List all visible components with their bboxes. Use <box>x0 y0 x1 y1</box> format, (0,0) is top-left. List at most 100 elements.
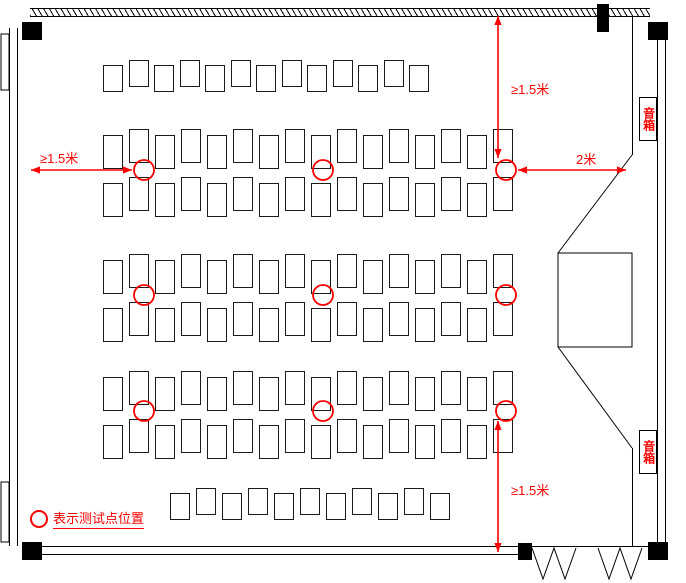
desk <box>467 135 487 169</box>
desk <box>363 425 383 459</box>
desk <box>378 493 398 520</box>
desk <box>129 60 149 87</box>
desk <box>352 488 372 515</box>
desk <box>467 425 487 459</box>
desk <box>155 425 175 459</box>
desk <box>337 254 357 288</box>
desk <box>181 419 201 453</box>
desk <box>129 371 149 405</box>
desk <box>441 302 461 336</box>
desk <box>311 260 331 294</box>
desk <box>170 493 190 520</box>
desk <box>285 419 305 453</box>
desk <box>441 419 461 453</box>
desk <box>326 493 346 520</box>
desk <box>311 183 331 217</box>
desk <box>493 419 513 453</box>
desk <box>363 183 383 217</box>
desk <box>389 254 409 288</box>
desk <box>493 371 513 405</box>
desk <box>103 377 123 411</box>
desk <box>337 419 357 453</box>
desk <box>207 377 227 411</box>
desk <box>409 65 429 92</box>
desk <box>333 60 353 87</box>
desk <box>311 308 331 342</box>
desk <box>493 254 513 288</box>
desk <box>103 425 123 459</box>
desk <box>259 308 279 342</box>
desk <box>274 493 294 520</box>
desk <box>337 371 357 405</box>
desk <box>259 135 279 169</box>
desk <box>493 129 513 163</box>
desk <box>207 183 227 217</box>
desk <box>207 260 227 294</box>
desk <box>311 135 331 169</box>
desk <box>389 371 409 405</box>
desk <box>181 302 201 336</box>
desk <box>467 183 487 217</box>
desk <box>337 129 357 163</box>
desk <box>259 183 279 217</box>
desk <box>415 260 435 294</box>
desk <box>155 260 175 294</box>
desk <box>285 371 305 405</box>
desk <box>307 65 327 92</box>
desk <box>285 254 305 288</box>
desk <box>155 135 175 169</box>
desk <box>222 493 242 520</box>
desk <box>363 308 383 342</box>
desk <box>311 425 331 459</box>
desk <box>181 371 201 405</box>
desk <box>259 260 279 294</box>
desk <box>181 254 201 288</box>
desk <box>129 177 149 211</box>
desk <box>103 308 123 342</box>
desk <box>233 419 253 453</box>
desk <box>467 260 487 294</box>
desk <box>300 488 320 515</box>
desk <box>285 302 305 336</box>
desk <box>103 65 123 92</box>
desk <box>129 302 149 336</box>
desk <box>233 129 253 163</box>
desk <box>337 302 357 336</box>
desk <box>259 425 279 459</box>
desk <box>129 419 149 453</box>
legend-label: 表示测试点位置 <box>53 508 145 529</box>
desk <box>233 302 253 336</box>
desk <box>181 177 201 211</box>
desk <box>415 425 435 459</box>
desk <box>389 129 409 163</box>
desk <box>358 65 378 92</box>
desk <box>231 60 251 87</box>
desk <box>493 177 513 211</box>
desk <box>430 493 450 520</box>
desk <box>363 260 383 294</box>
top-wall-window-band <box>609 8 650 17</box>
desk <box>389 177 409 211</box>
desk <box>441 371 461 405</box>
desk <box>311 377 331 411</box>
desk <box>103 135 123 169</box>
desk <box>256 65 276 92</box>
desk <box>285 129 305 163</box>
desk <box>233 371 253 405</box>
desk <box>415 377 435 411</box>
desk <box>415 183 435 217</box>
desk <box>493 302 513 336</box>
desk <box>233 254 253 288</box>
desk <box>155 183 175 217</box>
desk <box>129 129 149 163</box>
desk <box>415 308 435 342</box>
desk <box>155 377 175 411</box>
desk <box>259 377 279 411</box>
desk <box>384 60 404 87</box>
desk <box>103 183 123 217</box>
desk <box>205 65 225 92</box>
desk <box>282 60 302 87</box>
desk <box>154 65 174 92</box>
